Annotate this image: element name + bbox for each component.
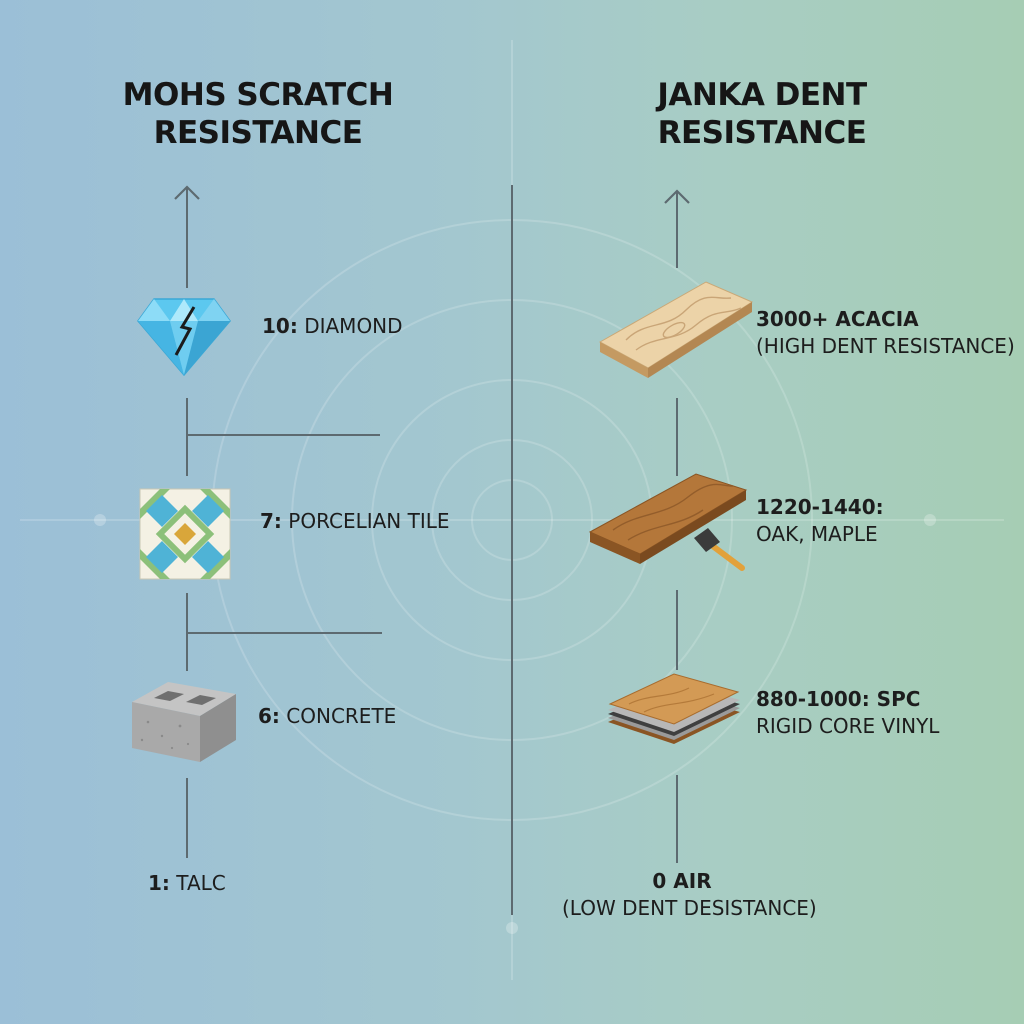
janka-value: 1220-1440:: [756, 495, 884, 519]
janka-value: 0 AIR: [652, 869, 712, 893]
right-axis-arrow-icon: [664, 189, 690, 204]
mohs-value: 1:: [148, 871, 170, 895]
diamond-icon: [137, 298, 231, 377]
right-title-line2: RESISTANCE: [657, 115, 867, 151]
janka-value: 3000+ ACACIA: [756, 307, 919, 331]
vinyl-layers-icon: [608, 673, 740, 744]
janka-desc: (HIGH DENT RESISTANCE): [756, 334, 1015, 358]
left-title: MOHS SCRATCH RESISTANCE: [108, 76, 408, 152]
mohs-material: DIAMOND: [304, 314, 403, 338]
janka-desc: RIGID CORE VINYL: [756, 714, 940, 738]
janka-item-air: 0 AIR (LOW DENT DESISTANCE): [562, 868, 817, 922]
mohs-item-tile: 7: PORCELIAN TILE: [260, 508, 450, 534]
left-connector: [188, 434, 380, 436]
mohs-value: 7:: [260, 509, 282, 533]
mohs-value: 6:: [258, 704, 280, 728]
right-axis-segment: [676, 775, 678, 863]
concrete-block-icon: [132, 682, 236, 762]
center-divider: [511, 185, 513, 915]
acacia-plank-icon: [598, 281, 754, 378]
tile-icon: [139, 488, 231, 580]
right-title-line1: JANKA DENT: [657, 77, 867, 113]
mohs-item-diamond: 10: DIAMOND: [262, 313, 403, 339]
mohs-material: TALC: [176, 871, 226, 895]
oak-plank-hammer-icon: [588, 473, 748, 571]
janka-item-spc: 880-1000: SPC RIGID CORE VINYL: [756, 686, 939, 740]
right-axis-segment: [676, 192, 678, 268]
mohs-material: CONCRETE: [286, 704, 397, 728]
left-connector: [188, 632, 382, 634]
left-axis-segment: [186, 188, 188, 288]
mohs-item-concrete: 6: CONCRETE: [258, 703, 396, 729]
left-axis-segment: [186, 778, 188, 858]
janka-item-oak: 1220-1440: OAK, MAPLE: [756, 494, 884, 548]
left-title-line2: RESISTANCE: [153, 115, 363, 151]
left-title-line1: MOHS SCRATCH: [122, 77, 394, 113]
left-axis-arrow-icon: [174, 185, 200, 200]
right-title: JANKA DENT RESISTANCE: [612, 76, 912, 152]
right-axis-segment: [676, 590, 678, 670]
left-axis-segment: [186, 593, 188, 671]
right-axis-segment: [676, 398, 678, 476]
mohs-material: PORCELIAN TILE: [288, 509, 450, 533]
janka-desc: OAK, MAPLE: [756, 522, 878, 546]
mohs-item-talc: 1: TALC: [148, 870, 226, 896]
left-axis-segment: [186, 398, 188, 476]
mohs-value: 10:: [262, 314, 298, 338]
janka-value: 880-1000: SPC: [756, 687, 921, 711]
janka-desc: (LOW DENT DESISTANCE): [562, 896, 817, 920]
janka-item-acacia: 3000+ ACACIA (HIGH DENT RESISTANCE): [756, 306, 1015, 360]
